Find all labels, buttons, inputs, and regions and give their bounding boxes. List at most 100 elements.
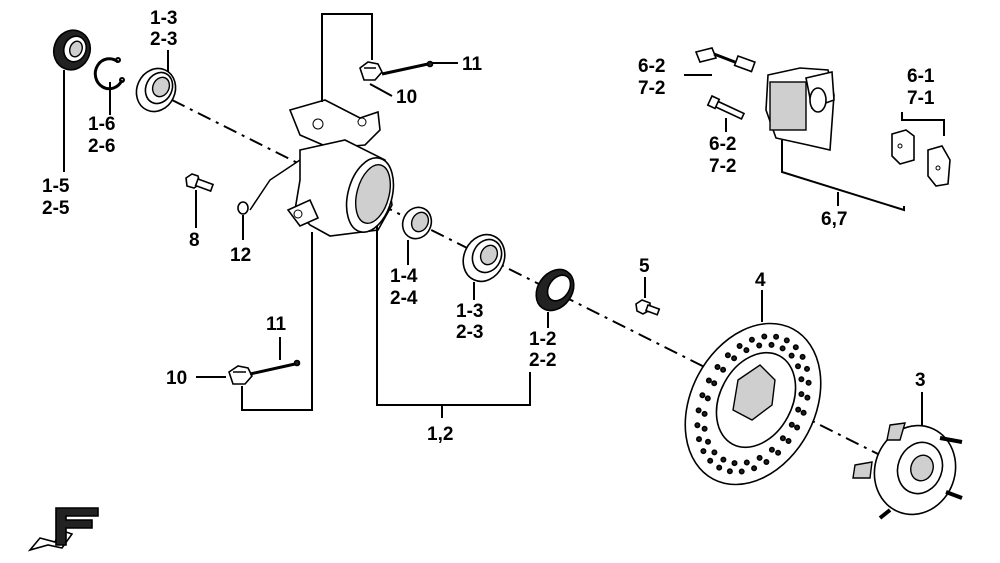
disc-hole — [763, 458, 770, 465]
disc-hole — [756, 454, 763, 461]
disc-hole — [779, 435, 786, 442]
label-1-2: 1-2 — [529, 329, 556, 350]
disc-hole — [705, 377, 712, 384]
disc-hole — [792, 344, 799, 351]
disc-hole — [711, 380, 718, 387]
leader-bracket-1-2 — [376, 226, 531, 406]
disc-hole — [794, 424, 801, 431]
disc-hole — [788, 352, 795, 359]
disc-hole — [775, 449, 782, 456]
oil-seal-1-5 — [52, 29, 92, 71]
disc-hole — [701, 410, 708, 417]
disc-hole — [700, 448, 707, 455]
label-1-3-top: 1-3 — [150, 8, 177, 29]
disc-hole — [768, 446, 775, 453]
bleeder-screw-6-2 — [694, 47, 756, 73]
disc-hole — [695, 407, 702, 414]
disc-hole — [731, 355, 738, 362]
disc-hole — [783, 337, 790, 344]
bolt-8 — [185, 173, 215, 193]
disc-hole — [726, 468, 733, 475]
leader-bracket-10-top — [321, 13, 373, 102]
bolt-5 — [635, 299, 661, 316]
disc-hole — [773, 333, 780, 340]
logo-letter: F — [78, 526, 79, 528]
label-1-5: 1-5 — [42, 176, 70, 197]
washer-12 — [237, 201, 249, 215]
disc-hole — [785, 437, 792, 444]
label-7-2-a: 7-2 — [638, 78, 665, 99]
disc-hole — [707, 457, 714, 464]
disc-hole — [743, 347, 750, 354]
label-7-2-b: 7-2 — [709, 156, 736, 177]
label-8: 8 — [189, 230, 200, 251]
wheel-hub-3 — [852, 422, 963, 520]
cotter-pin-11-top — [381, 60, 434, 76]
disc-hole — [695, 436, 702, 443]
leader-12-housing — [249, 159, 301, 211]
disc-hole — [748, 336, 755, 343]
label-10-bottom: 10 — [166, 368, 187, 389]
disc-hole — [761, 333, 768, 340]
front-direction-logo: F — [27, 507, 99, 552]
leader-10-top — [369, 83, 393, 97]
disc-hole — [714, 363, 721, 370]
disc-hole — [804, 394, 811, 401]
label-12: 12 — [230, 245, 251, 266]
brake-disc-4 — [684, 322, 822, 486]
label-2-5: 2-5 — [42, 198, 70, 219]
disc-hole — [701, 425, 708, 432]
disc-hole — [743, 459, 750, 466]
label-4: 4 — [755, 270, 766, 291]
disc-hole — [798, 376, 805, 383]
bearing-1-3-mid — [462, 233, 506, 283]
disc-hole — [720, 456, 727, 463]
circlip-1-6 — [93, 57, 125, 91]
label-11-top: 11 — [462, 54, 483, 75]
leader-bracket-6-7 — [781, 140, 905, 212]
label-1-2-group: 1,2 — [427, 424, 453, 445]
label-3: 3 — [915, 370, 926, 391]
disc-hole — [794, 363, 801, 370]
disc-hole — [779, 345, 786, 352]
brake-caliper-6-7 — [765, 67, 835, 151]
label-11-bottom: 11 — [266, 314, 287, 335]
castle-nut-10-top — [359, 61, 383, 81]
leader-6-1 — [901, 112, 945, 136]
label-2-3-mid: 2-3 — [456, 322, 483, 343]
label-6-2-b: 6-2 — [709, 134, 736, 155]
disc-hole — [799, 353, 806, 360]
label-6-1: 6-1 — [907, 66, 935, 87]
label-2-6: 2-6 — [88, 136, 115, 157]
disc-hole — [731, 460, 738, 467]
disc-hole — [716, 464, 723, 471]
brake-pads-6-1 — [891, 129, 951, 187]
disc-hole — [736, 342, 743, 349]
disc-hole — [751, 465, 758, 472]
disc-hole — [788, 421, 795, 428]
disc-hole — [704, 438, 711, 445]
disc-hole — [704, 395, 711, 402]
label-1-4: 1-4 — [390, 266, 418, 287]
disc-hole — [756, 342, 763, 349]
disc-hole — [805, 379, 812, 386]
disc-hole — [795, 406, 802, 413]
disc-hole — [699, 392, 706, 399]
castle-nut-10-bottom — [228, 365, 253, 385]
disc-hole — [800, 409, 807, 416]
disc-hole — [720, 366, 727, 373]
label-7-1: 7-1 — [907, 88, 935, 109]
label-2-2: 2-2 — [529, 350, 556, 371]
disc-hole — [738, 468, 745, 475]
label-1-6: 1-6 — [88, 114, 115, 135]
disc-hole — [711, 449, 718, 456]
label-10-top: 10 — [396, 87, 417, 108]
spacer-1-4 — [401, 206, 433, 240]
oil-seal-1-2 — [535, 268, 575, 312]
disc-hole — [694, 422, 701, 429]
bearing-1-3-top — [135, 67, 177, 113]
cotter-pin-11-bottom — [249, 359, 301, 376]
label-1-3-mid: 1-3 — [456, 301, 483, 322]
